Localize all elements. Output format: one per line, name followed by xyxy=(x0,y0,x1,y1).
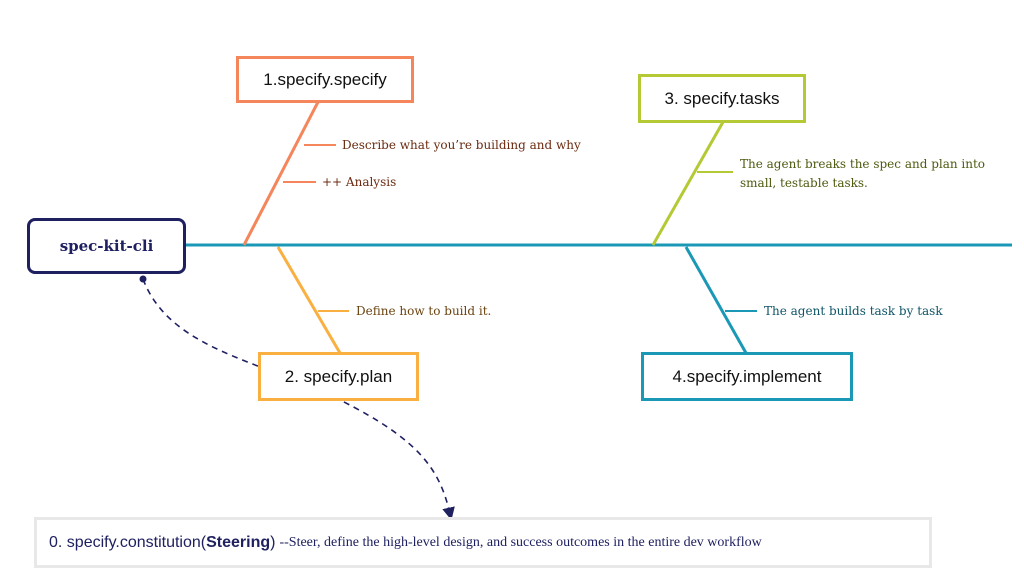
constitution-bold: Steering xyxy=(206,533,271,551)
branch-specify xyxy=(242,101,320,246)
step-implement-box: 4.specify.implement xyxy=(641,352,853,401)
constitution-suffix: ) xyxy=(270,533,276,551)
branch-tasks xyxy=(651,121,725,246)
step-tasks-box: 3. specify.tasks xyxy=(638,74,806,123)
step-specify-box: 1.specify.specify xyxy=(236,56,414,103)
specify-note: Describe what you’re building and why xyxy=(342,138,581,152)
tasks-note: The agent breaks the spec and plan into xyxy=(740,157,986,171)
implement-note: The agent builds task by task xyxy=(764,304,943,318)
branch-plan xyxy=(276,246,342,354)
constitution-prefix: 0. specify.constitution( xyxy=(49,533,207,551)
constitution-description: --Steer, define the high-level design, a… xyxy=(279,534,762,550)
branch-implement xyxy=(684,246,748,354)
constitution-box: 0. specify.constitution(Steering) --Stee… xyxy=(34,517,932,568)
tasks-note: small, testable tasks. xyxy=(740,176,868,190)
plan-note: Define how to build it. xyxy=(356,304,492,318)
specify-note: ++ Analysis xyxy=(322,175,397,189)
root-node: spec-kit-cli xyxy=(27,218,186,274)
step-plan-box: 2. specify.plan xyxy=(258,352,419,401)
